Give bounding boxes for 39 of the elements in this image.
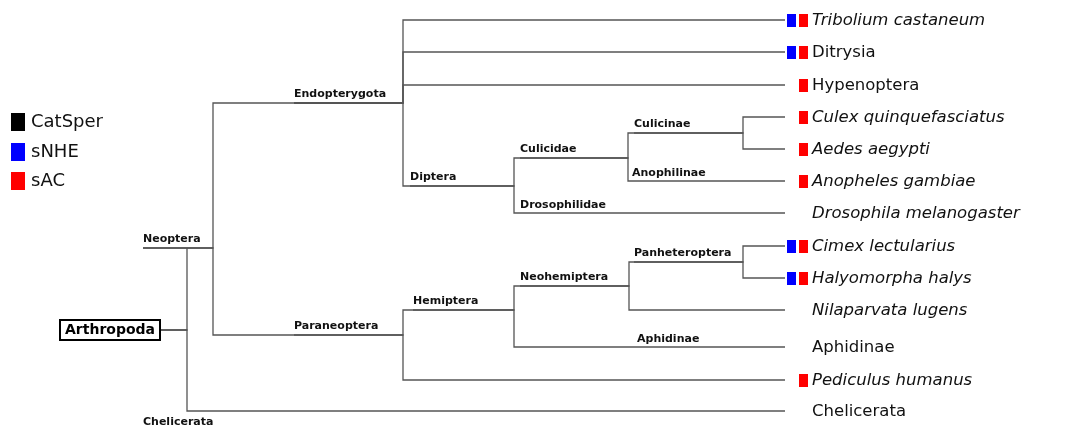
legend-label: sAC bbox=[31, 170, 65, 190]
taxon-label: Aphidinae bbox=[812, 336, 895, 358]
taxon-label: Anopheles gambiae bbox=[812, 170, 976, 192]
legend-label: CatSper bbox=[31, 111, 103, 131]
taxon-label: Nilaparvata lugens bbox=[812, 299, 968, 321]
tree-branch bbox=[412, 309, 786, 348]
clade-label: Diptera bbox=[410, 169, 457, 185]
taxon-label: Culex quinquefasciatus bbox=[812, 106, 1005, 128]
tree-branch bbox=[293, 334, 786, 381]
clade-label: Paraneoptera bbox=[294, 318, 379, 334]
clade-label: Culicidae bbox=[520, 141, 577, 157]
taxon-label: Chelicerata bbox=[812, 400, 906, 422]
tree-branch bbox=[409, 185, 786, 214]
tree-branch bbox=[519, 285, 786, 311]
taxon-label: Hypenoptera bbox=[812, 74, 920, 96]
tree-branch bbox=[633, 261, 786, 279]
taxon-label: Pediculus humanus bbox=[812, 369, 973, 391]
clade-label: Panheteroptera bbox=[634, 245, 732, 261]
taxon-label: Halyomorpha halys bbox=[812, 267, 972, 289]
edge-label: Drosophilidae bbox=[520, 198, 606, 211]
tree-branch bbox=[160, 329, 786, 412]
root-box: Arthropoda bbox=[59, 319, 161, 341]
clade-label: Neohemiptera bbox=[520, 269, 609, 285]
taxon-label: Aedes aegypti bbox=[812, 138, 930, 160]
clade-label: Culicinae bbox=[634, 116, 691, 132]
tree-branch bbox=[142, 247, 295, 336]
legend-label: sNHE bbox=[31, 141, 79, 161]
clade-label: Hemiptera bbox=[413, 293, 479, 309]
taxon-label: Ditrysia bbox=[812, 41, 876, 63]
tree-branch bbox=[633, 132, 786, 150]
clade-label: Neoptera bbox=[143, 231, 201, 247]
clade-label: Endopterygota bbox=[294, 86, 387, 102]
tree-branch bbox=[519, 157, 786, 182]
edge-label: Chelicerata bbox=[143, 415, 214, 428]
taxon-label: Cimex lectularius bbox=[812, 235, 956, 257]
taxon-label: Drosophila melanogaster bbox=[812, 202, 1020, 224]
taxon-label: Tribolium castaneum bbox=[812, 9, 986, 31]
edge-label: Aphidinae bbox=[637, 332, 700, 345]
edge-label: Anophilinae bbox=[632, 166, 706, 179]
